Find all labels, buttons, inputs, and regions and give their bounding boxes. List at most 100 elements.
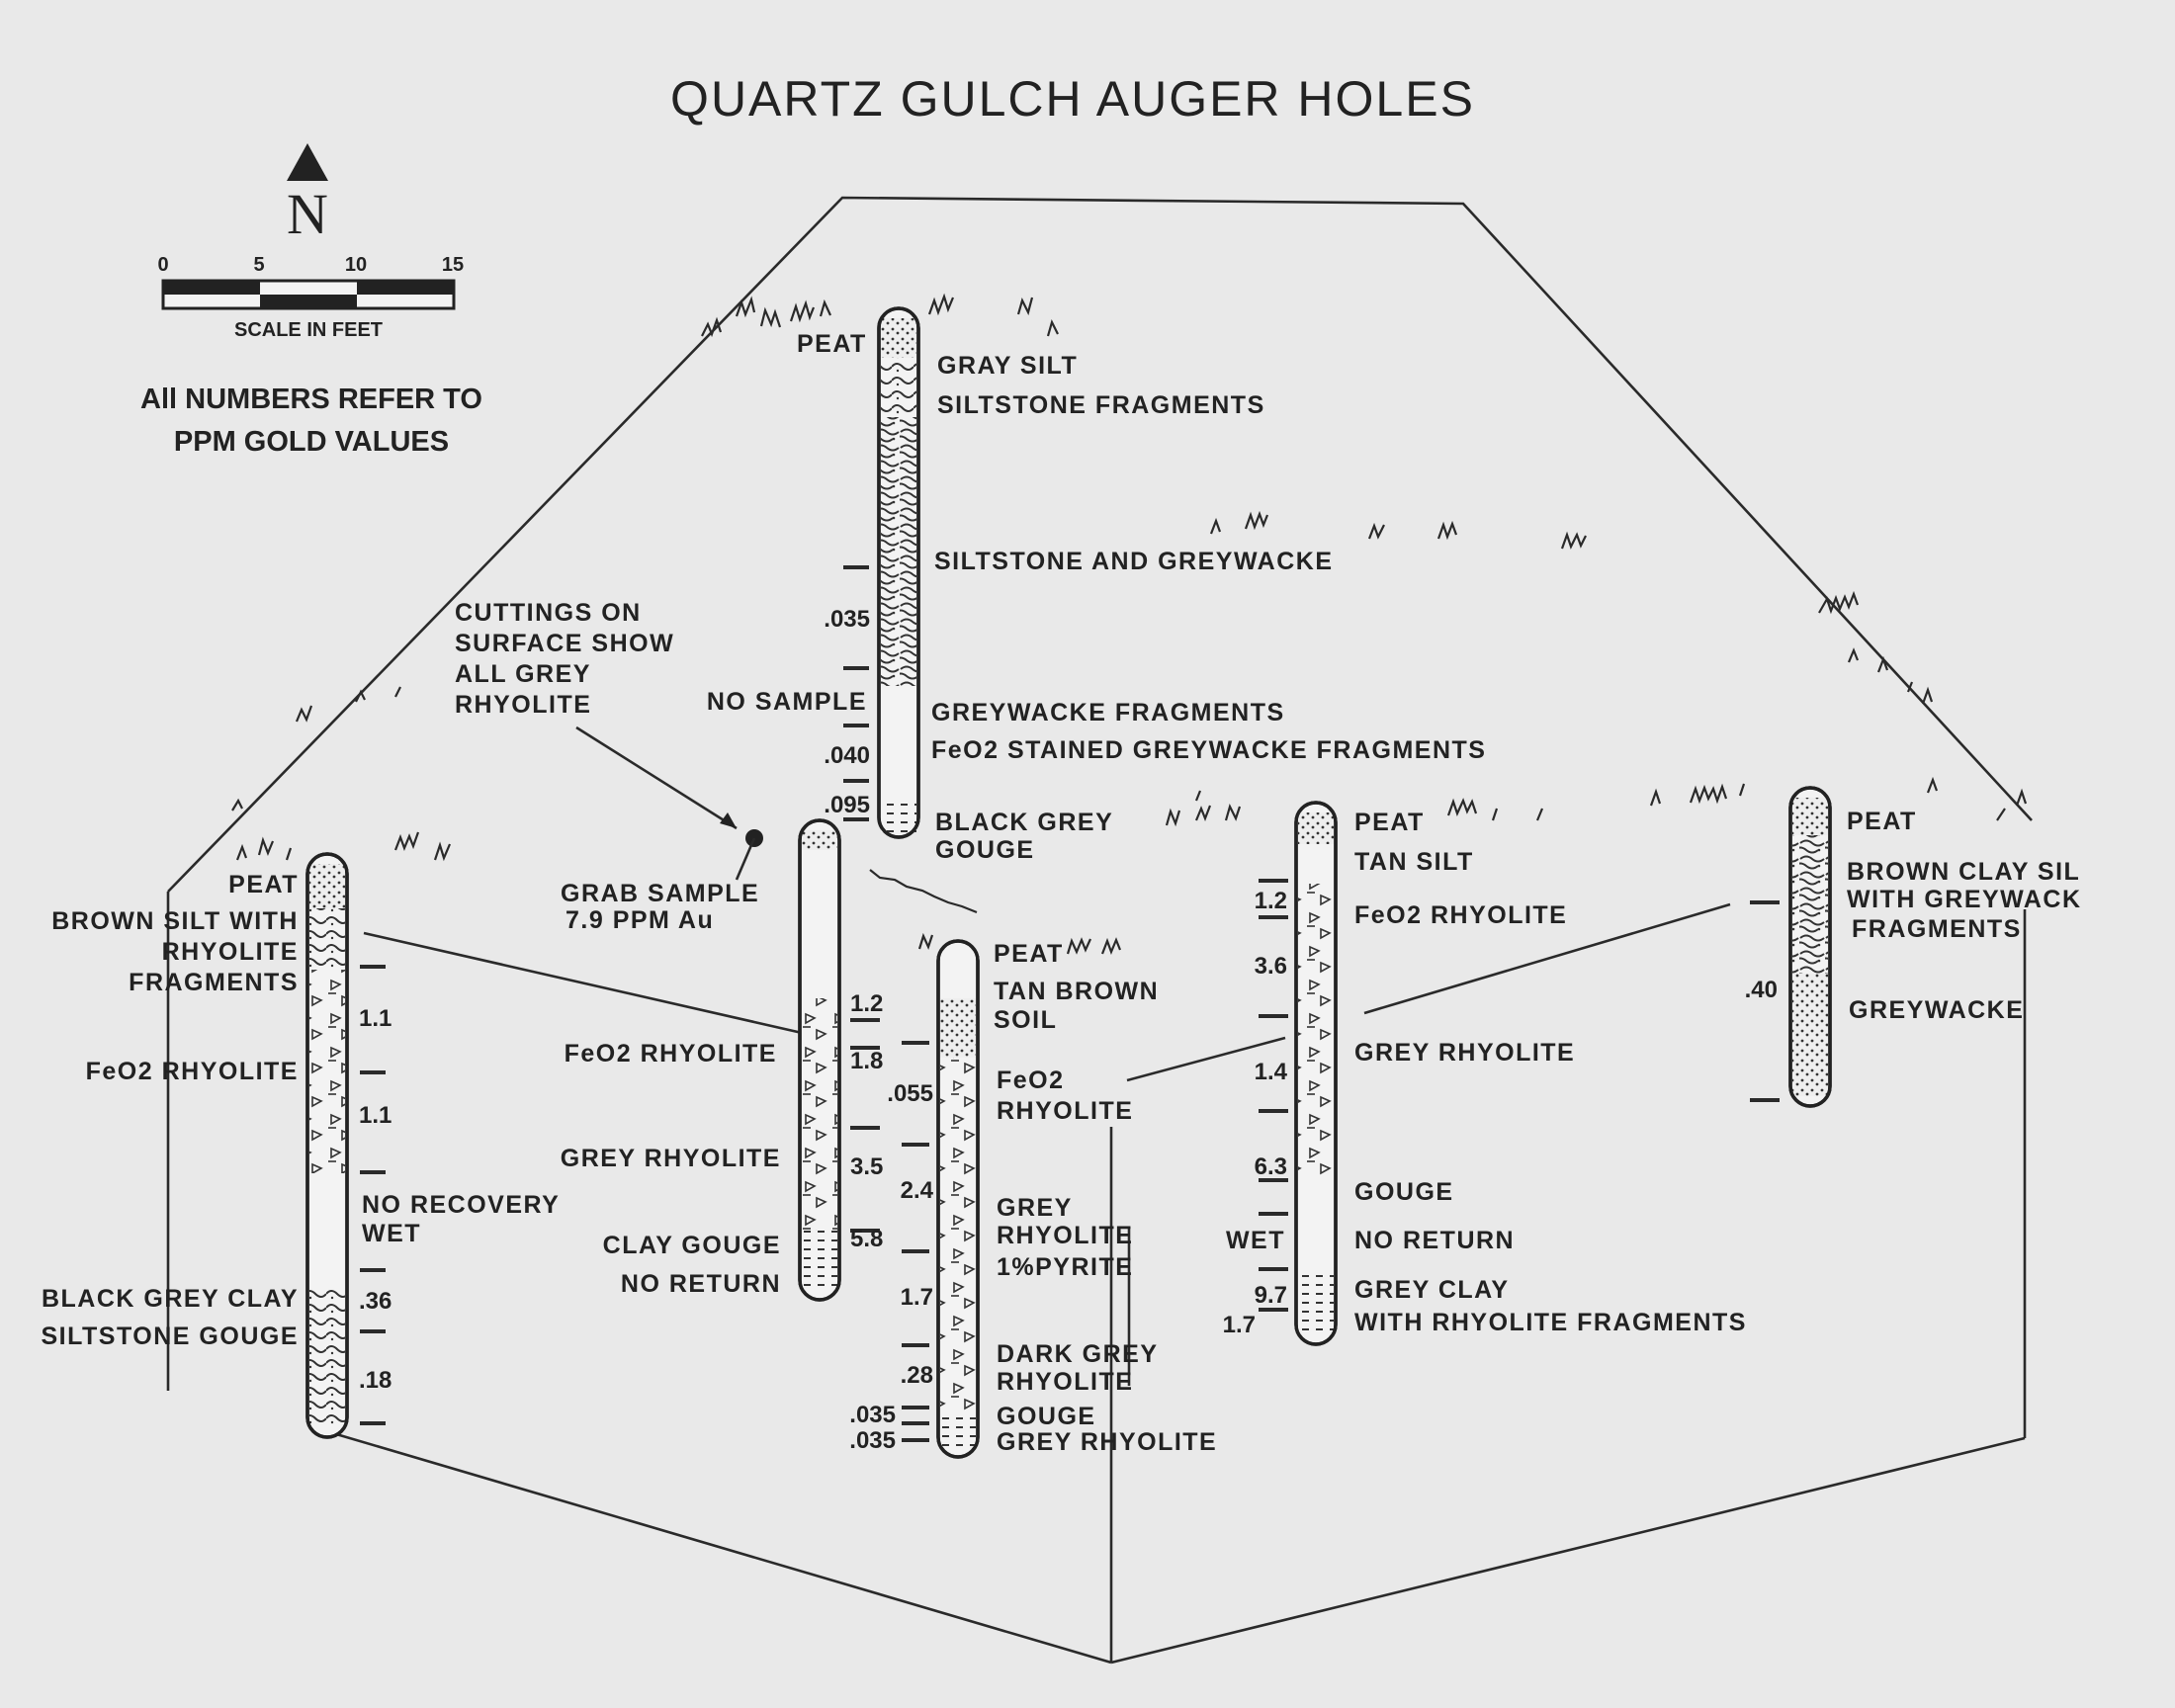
north-label: N [287,182,328,246]
note-line-2: PPM GOLD VALUES [174,426,449,458]
gold-value: 5.8 [850,1226,883,1252]
layer-label: RHYOLITE [997,1097,1133,1125]
gold-value: 9.7 [1255,1282,1287,1309]
layer-label: TAN BROWN [994,978,1159,1005]
gold-value: 1.2 [1255,888,1287,914]
auger-hole-center: FeO2 RHYOLITE GREY RHYOLITE CLAY GOUGE N… [561,818,883,1302]
auger-hole-top: PEAT GRAY SILT SILTSTONE FRAGMENTS SILTS… [707,306,1486,864]
layer-label: GOUGE [997,1403,1096,1430]
gold-value: 1.7 [1223,1312,1256,1338]
gold-value: 1.4 [1255,1059,1288,1085]
gold-value: 1.1 [359,1005,392,1032]
layer-label: FeO2 RHYOLITE [1354,901,1567,929]
gold-value: .055 [887,1080,933,1107]
gold-value: 3.6 [1255,953,1287,980]
layer-label: FeO2 RHYOLITE [86,1058,299,1085]
auger-hole-right: PEAT TAN SILT FeO2 RHYOLITE GREY RHYOLIT… [1223,801,1747,1346]
auger-hole-far-right: PEAT BROWN CLAY SIL WITH GREYWACK FRAGME… [1745,786,2082,1108]
layer-label: RHYOLITE [997,1222,1133,1249]
gold-value: WET [1226,1227,1285,1254]
layer-label: GREYWACKE [1849,996,2024,1024]
layer-label: GREY CLAY [1354,1276,1510,1304]
layer-label: BROWN SILT WITH [51,907,299,935]
scale-tick-label: 0 [157,254,168,276]
layer-label: FeO2 RHYOLITE [565,1040,777,1068]
layer-label: SOIL [994,1006,1057,1034]
gold-value: NO SAMPLE [707,688,867,716]
layer-label: GREY RHYOLITE [997,1428,1217,1456]
gold-value: 1.2 [850,990,883,1017]
gold-value: 6.3 [1255,1153,1287,1180]
layer-label: GRAY SILT [937,352,1078,380]
layer-label: NO RECOVERY [362,1191,560,1219]
gold-value: .035 [824,606,870,633]
gold-value: 1.8 [850,1048,883,1074]
layer-label: SILTSTONE AND GREYWACKE [934,548,1334,575]
scale-tick-label: 10 [345,254,367,276]
layer-label: PEAT [228,871,299,898]
layer-label: FeO2 STAINED GREYWACKE FRAGMENTS [931,736,1486,764]
note-line-1: All NUMBERS REFER TO [140,384,482,415]
grab-sample-label: GRAB SAMPLE [561,880,759,907]
cuttings-note-line: ALL GREY [455,660,591,688]
layer-label: SILTSTONE GOUGE [42,1323,300,1350]
gold-value: .40 [1745,977,1778,1003]
gold-value: .040 [824,742,870,769]
gold-value: 1.7 [901,1284,933,1311]
layer-label: GREY RHYOLITE [561,1145,781,1172]
layer-label: RHYOLITE [997,1368,1133,1396]
block-outline [166,196,2033,1665]
layer-label: CLAY GOUGE [603,1232,781,1259]
scale-tick-label: 15 [442,254,464,276]
cuttings-note-line: SURFACE SHOW [455,630,674,657]
gold-value: .095 [824,792,870,818]
auger-hole-left: PEAT BROWN SILT WITH RHYOLITE FRAGMENTS … [42,852,560,1439]
grass-tufts [231,293,2028,956]
gold-value: .035 [849,1427,896,1454]
scale-bar: 0 5 10 15 SCALE IN FEET [157,254,464,341]
auger-hole-mid: PEAT TAN BROWN SOIL FeO2 RHYOLITE GREY R… [849,939,1217,1459]
layer-label: WET [362,1220,421,1247]
layer-label: BROWN CLAY SIL [1847,858,2080,886]
layer-label: SILTSTONE FRAGMENTS [937,391,1265,419]
page-title: QUARTZ GULCH AUGER HOLES [670,71,1475,127]
layer-label: BLACK GREY CLAY [42,1285,299,1313]
layer-label: PEAT [1354,809,1425,836]
layer-label: RHYOLITE [162,938,299,966]
layer-label: TAN SILT [1354,848,1474,876]
gold-value: .18 [359,1367,392,1394]
layer-label: WITH GREYWACK [1847,886,2082,913]
layer-label: FeO2 [997,1067,1065,1094]
gold-value: .28 [901,1362,933,1389]
cuttings-note: CUTTINGS ON SURFACE SHOW ALL GREY RHYOLI… [455,599,738,830]
layer-label: GOUGE [1354,1178,1454,1206]
cuttings-note-line: RHYOLITE [455,691,591,719]
scale-tick-label: 5 [253,254,264,276]
gold-value: 2.4 [901,1177,934,1204]
layer-label: GREY [997,1194,1073,1222]
layer-label: PEAT [1847,808,1917,835]
layer-label: GREYWACKE FRAGMENTS [931,699,1285,726]
layer-label: GREY RHYOLITE [1354,1039,1575,1067]
layer-label: BLACK GREY [935,809,1113,836]
gold-value: .36 [359,1288,392,1315]
layer-label: PEAT [797,330,867,358]
cuttings-note-line: CUTTINGS ON [455,599,642,627]
layer-label: GOUGE [935,836,1035,864]
layer-label: NO RETURN [1354,1227,1515,1254]
layer-label: 1%PYRITE [997,1253,1133,1281]
layer-label: FRAGMENTS [129,969,299,996]
layer-label: NO RETURN [621,1270,781,1298]
layer-label: PEAT [994,940,1064,968]
gold-value: .035 [849,1402,896,1428]
layer-label: WITH RHYOLITE FRAGMENTS [1354,1309,1747,1336]
north-arrow: N [287,143,328,246]
scale-label: SCALE IN FEET [234,319,383,341]
gold-value: 3.5 [850,1153,883,1180]
gold-value: 1.1 [359,1102,392,1129]
layer-label: DARK GREY [997,1340,1159,1368]
grab-sample-value: 7.9 PPM Au [566,906,714,934]
north-arrow-icon [287,143,328,181]
layer-label: FRAGMENTS [1852,915,2022,943]
